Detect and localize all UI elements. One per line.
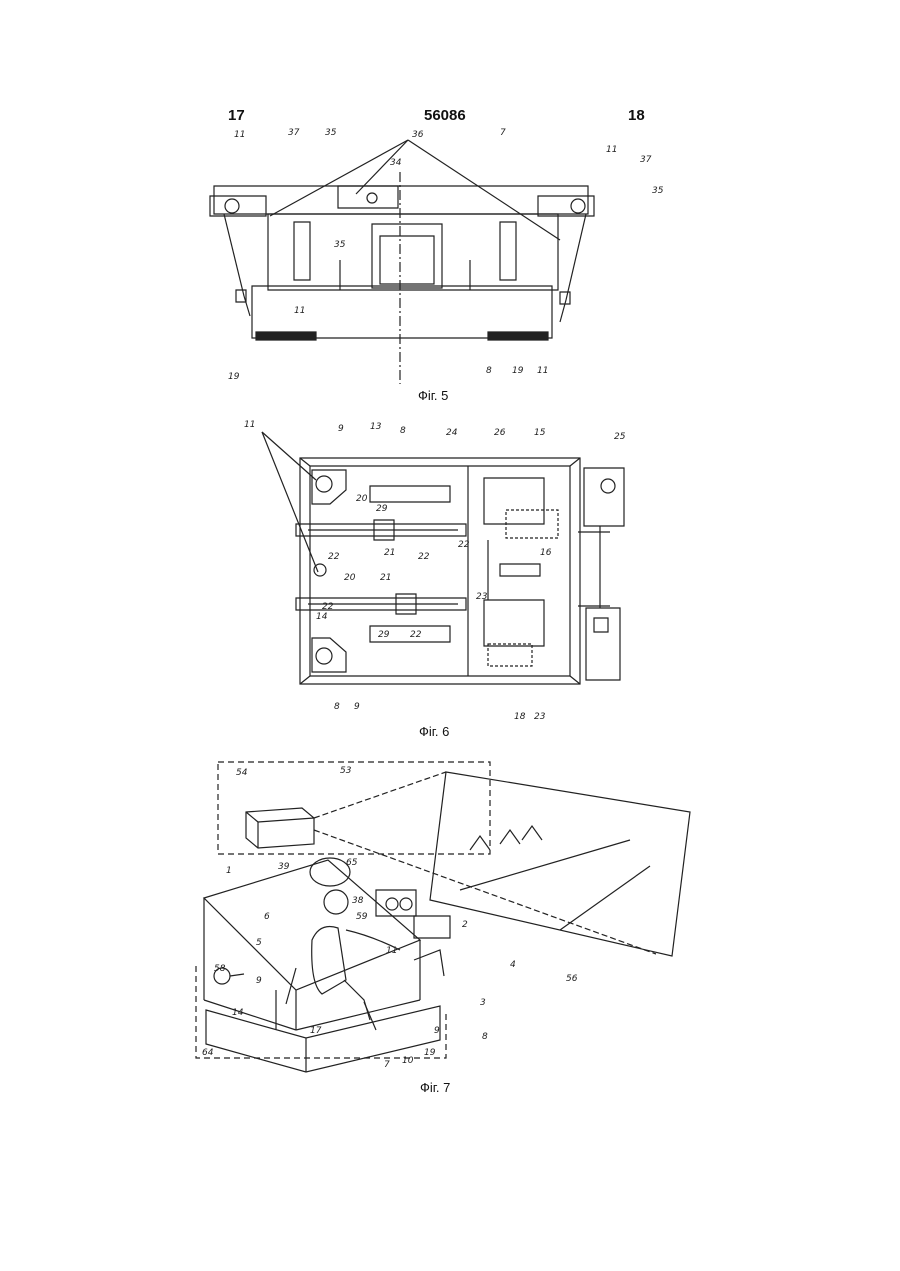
figure-7-label: 39 — [278, 862, 289, 872]
figure-7-label: 8 — [482, 1032, 488, 1042]
figure-7-label: 64 — [202, 1048, 213, 1058]
figure-7-label: 5 — [256, 938, 262, 948]
figure-7-label: 53 — [340, 766, 351, 776]
figure-7-label: 3 — [480, 998, 486, 1008]
figure-7-label: 4 — [510, 960, 516, 970]
figure-7-label: 9 — [256, 976, 262, 986]
figure-7-label: 58 — [214, 964, 225, 974]
figure-7-label: 10 — [402, 1056, 413, 1066]
figure-7-label: 17 — [310, 1026, 321, 1036]
figure-7-label: 56 — [566, 974, 577, 984]
figure-7-label: 7 — [384, 1060, 390, 1070]
figure-7-label: 6 — [264, 912, 270, 922]
figure-7-label: 2 — [462, 920, 468, 930]
figure-7-label: 65 — [346, 858, 357, 868]
figure-7-label: 14 — [232, 1008, 243, 1018]
figure-7-label: 38 — [352, 896, 363, 906]
figure-7-label: 19 — [424, 1048, 435, 1058]
figure-7-label: 9 — [434, 1026, 440, 1036]
figure-7-label: 1 — [226, 866, 232, 876]
figure-7-label: 11 — [386, 946, 397, 956]
figure-7-caption: Фіг. 7 — [420, 1080, 450, 1095]
figure-7-label: 54 — [236, 768, 247, 778]
figure-7-label: 59 — [356, 912, 367, 922]
